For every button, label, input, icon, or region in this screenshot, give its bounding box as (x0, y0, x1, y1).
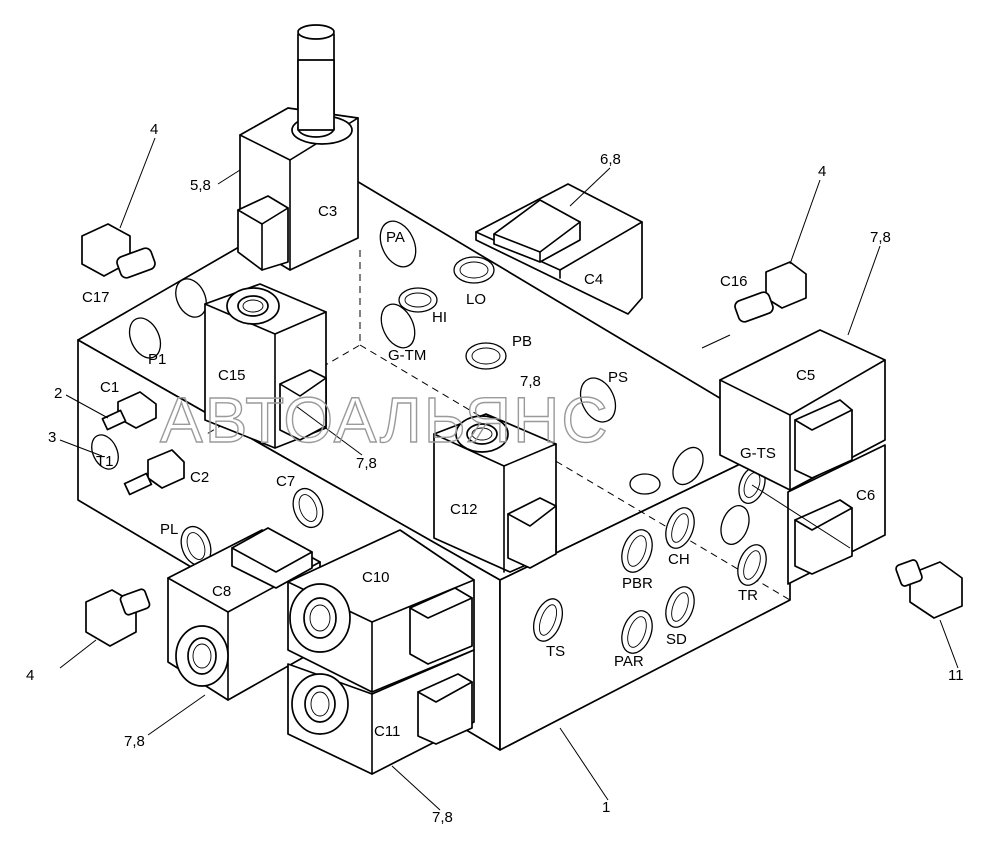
component-C10 (287, 529, 475, 693)
label-C7: C7 (276, 473, 295, 490)
label-C17: C17 (82, 289, 110, 306)
label-C6: C6 (856, 487, 875, 504)
label-PAR: PAR (614, 653, 644, 670)
label-LO: LO (466, 291, 486, 308)
callout-7-8-C8: 7,8 (124, 733, 145, 750)
port-P1-hole (128, 317, 162, 359)
c3-cap (237, 195, 289, 271)
label-C3: C3 (318, 203, 337, 220)
label-C16: C16 (720, 273, 748, 290)
callout-4-top-right: 4 (818, 163, 826, 180)
callout-4-bottom-left: 4 (26, 667, 34, 684)
port-TR-hole (737, 544, 767, 586)
port-side-hole (175, 278, 207, 318)
callout-7-8-C12: 7,8 (520, 373, 541, 390)
plug-C17 (81, 223, 156, 279)
component-C4 (475, 183, 643, 315)
label-P1: P1 (148, 351, 166, 368)
callout-1: 1 (602, 799, 610, 816)
plug-hole (629, 473, 661, 495)
port-labels: PA LO HI PB G-TM P1 T1 PS G-TS PL TS PBR… (96, 229, 776, 670)
label-CH: CH (668, 551, 690, 568)
port-PBR-hole (621, 529, 653, 573)
label-TS: TS (546, 643, 565, 660)
component-C6 (787, 444, 886, 585)
c4-cap (493, 199, 581, 263)
port-holes (91, 220, 767, 654)
port-GTS-side-hole (672, 446, 704, 486)
port-right-hole (720, 505, 750, 545)
callout-4-top-left: 4 (150, 121, 158, 138)
label-TR: TR (738, 587, 758, 604)
plug-C16 (734, 261, 807, 323)
port-PA-hole (379, 220, 417, 268)
label-G-TM: G-TM (388, 347, 426, 364)
component-C3 (237, 24, 359, 271)
label-G-TS: G-TS (740, 445, 776, 462)
port-TS-hole (533, 598, 563, 642)
port-CH-hole (665, 507, 695, 549)
c6-cap (794, 499, 853, 575)
label-C2: C2 (190, 469, 209, 486)
watermark-text: АВТОАЛЬЯНС (160, 384, 610, 456)
port-T1-hole (91, 434, 119, 470)
callout-11: 11 (948, 667, 964, 684)
port-PAR-hole (621, 610, 653, 654)
c15-cap (279, 369, 327, 441)
port-PS-hole (579, 377, 617, 423)
component-C2 (123, 449, 185, 496)
label-C11: C11 (374, 723, 400, 740)
plug-4-lower (85, 588, 151, 647)
c11-cap (417, 673, 473, 745)
label-PB: PB (512, 333, 532, 350)
component-C11 (287, 649, 475, 775)
label-C12: C12 (450, 501, 478, 518)
callout-7-8-C5: 7,8 (870, 229, 891, 246)
c8-cap (231, 527, 313, 589)
port-SD-hole (665, 586, 695, 628)
c5-cap (794, 399, 853, 479)
label-T1: T1 (96, 453, 114, 470)
component-C8 (167, 527, 321, 701)
label-HI: HI (432, 309, 447, 326)
component-C5 (719, 329, 886, 491)
label-C8: C8 (212, 583, 231, 600)
callout-7-8-C11: 7,8 (432, 809, 453, 826)
port-GTM-hole (380, 303, 416, 349)
component-labels: C1 C2 C3 C4 C5 C6 C7 C8 C10 C11 C12 C15 … (82, 203, 875, 740)
label-SD: SD (666, 631, 687, 648)
label-C1: C1 (100, 379, 119, 396)
label-C10: C10 (362, 569, 390, 586)
callout-5-8: 5,8 (190, 177, 211, 194)
label-PA: PA (386, 229, 405, 246)
callout-numbers: 4 5,8 6,8 4 7,8 2 3 7,8 7,8 4 7,8 7,8 1 … (26, 121, 964, 826)
label-PBR: PBR (622, 575, 653, 592)
component-C1 (101, 391, 157, 431)
callout-3: 3 (48, 429, 56, 446)
label-C15: C15 (218, 367, 246, 384)
callout-6-8: 6,8 (600, 151, 621, 168)
plug-11 (895, 559, 963, 619)
component-C15 (204, 283, 327, 449)
port-HI-hole (398, 287, 438, 313)
callout-7-8-C15: 7,8 (356, 455, 377, 472)
label-C5: C5 (796, 367, 815, 384)
c10-cap (409, 587, 473, 665)
label-PS: PS (608, 369, 628, 386)
port-LO-hole (453, 256, 495, 284)
block-right-face (499, 439, 791, 751)
leader-lines (59, 137, 959, 811)
component-C12 (433, 413, 557, 573)
label-C4: C4 (584, 271, 603, 288)
port-C7-hole (292, 487, 324, 529)
label-PL: PL (160, 521, 178, 538)
callout-2: 2 (54, 385, 62, 402)
port-PB-hole (465, 342, 507, 370)
